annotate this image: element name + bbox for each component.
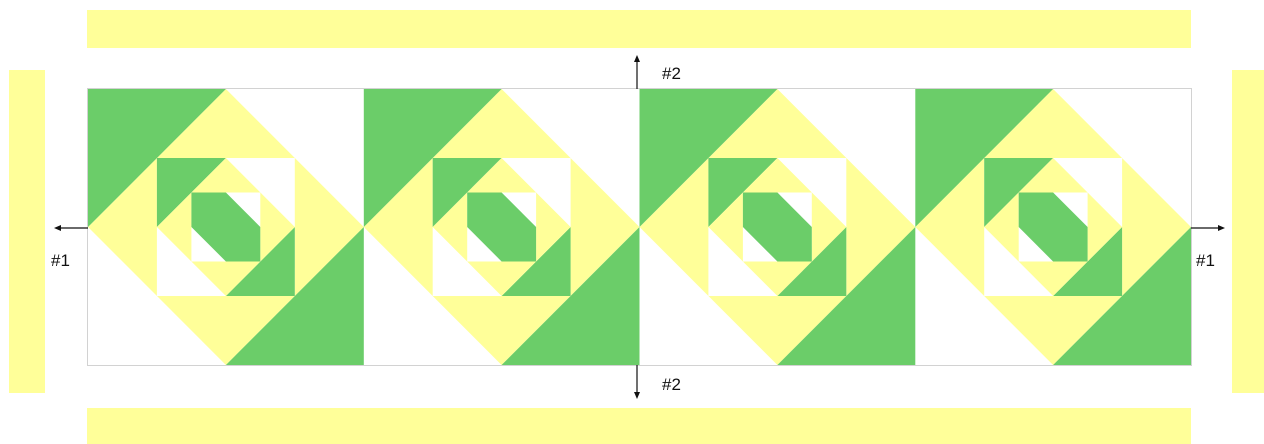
label-left: #1 [51, 251, 70, 271]
down-arrow-icon [634, 365, 640, 399]
label-right: #1 [1196, 251, 1215, 271]
label-bottom: #2 [662, 375, 681, 395]
left-arrow-icon [54, 225, 88, 231]
up-arrow-icon [634, 55, 640, 89]
label-top: #2 [662, 64, 681, 84]
right-arrow-icon [1191, 225, 1225, 231]
